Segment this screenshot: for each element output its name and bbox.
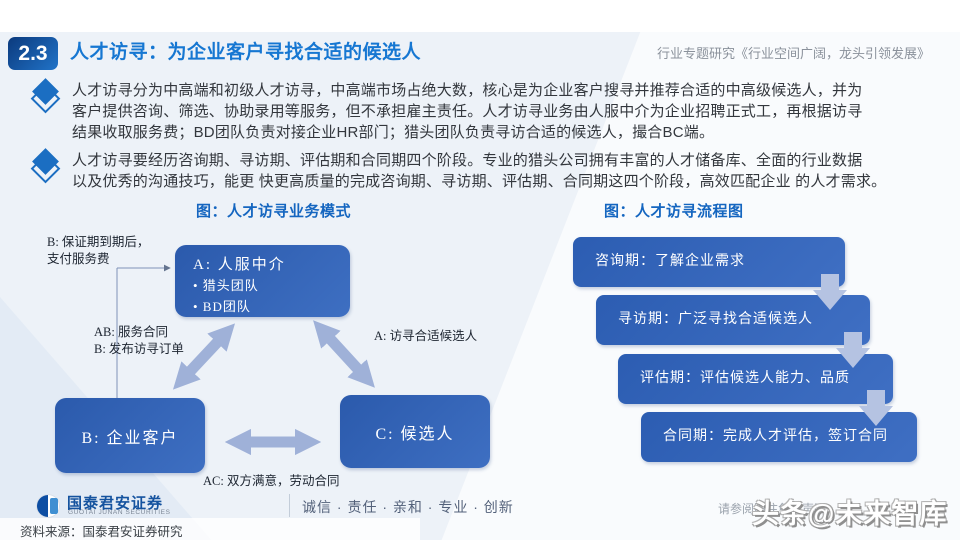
label-guarantee-payment: B: 保证期到期后， 支付服务费 <box>47 234 149 268</box>
diagram-arrows <box>116 264 375 456</box>
brand-name-english: GUOTAI JUNAN SECURITIES <box>68 509 171 516</box>
label-line: 支付服务费 <box>47 252 110 266</box>
page-title: 人才访寻：为企业客户寻找合适的候选人 <box>70 42 422 63</box>
process-flow-diagram: 咨询期：了解企业需求 寻访期：广泛寻找合适候选人 评估期：评估候选人能力、品质 … <box>555 230 940 480</box>
paragraph-line: 结果收取服务费；BD团队负责对接企业HR部门；猎头团队负责寻访合适的候选人，撮合… <box>72 124 715 141</box>
brand-slogan: 诚信 · 责任 · 亲和 · 专业 · 创新 <box>302 499 514 515</box>
brand-name: 国泰君安证券 <box>67 495 164 512</box>
figure-title-business-model: 图：人才访寻业务模式 <box>196 203 352 220</box>
disclaimer-note: 请参阅附注免责声明 <box>718 502 827 516</box>
label-line: B: 保证期到期后， <box>47 235 150 249</box>
background-bottom-band <box>0 518 420 540</box>
paragraph-line: 客户提供咨询、筛选、协助录用等服务，但不承担雇主责任。人才访寻业务由人服中介为企… <box>72 103 863 120</box>
flow-step-consulting: 咨询期：了解企业需求 <box>573 237 845 287</box>
down-arrow-icon <box>813 274 847 310</box>
label-search-candidates: A: 访寻合适候选人 <box>374 329 478 343</box>
business-model-diagram: B: 保证期到期后， 支付服务费 AB: 服务合同 B: 发布访寻订单 A: 访… <box>30 230 510 495</box>
watermark-text: 头条@未来智库 <box>752 499 948 529</box>
diamond-bullet-icon <box>32 78 59 105</box>
down-arrow-icon <box>859 390 893 426</box>
box-enterprise-client: B: 企业客户 <box>55 398 205 473</box>
label-labor-contract: AC: 双方满意，劳动合同 <box>203 474 340 488</box>
figure-title-process-flow: 图：人才访寻流程图 <box>604 203 744 220</box>
label-line: B: 发布访寻订单 <box>94 342 184 356</box>
box-hr-intermediary: A: 人服中介 • 猎头团队 • BD团队 <box>175 245 350 317</box>
section-number-badge: 2.3 <box>8 37 58 70</box>
box-hr-item-bd-team: • BD团队 <box>193 299 251 314</box>
paragraph-line: 人才访寻要经历咨询期、寻访期、评估期和合同期四个阶段。专业的猎头公司拥有丰富的人… <box>72 152 863 169</box>
label-service-contract: AB: 服务合同 B: 发布访寻订单 <box>94 324 184 358</box>
paragraph-line: 以及优秀的沟通技巧，能更 快更高质量的完成咨询期、寻访期、评估期、合同期这四个阶… <box>72 173 887 190</box>
guotai-junan-logo-icon <box>36 494 60 518</box>
box-candidate: C: 候选人 <box>340 395 490 468</box>
box-hr-item-headhunting-team: • 猎头团队 <box>193 278 259 293</box>
label-line: AB: 服务合同 <box>94 325 168 339</box>
flow-step-evaluation: 评估期：评估候选人能力、品质 <box>618 354 893 404</box>
paragraph-line: 人才访寻分为中高端和初级人才访寻，中高端市场占绝大数，核心是为企业客户搜寻并推荐… <box>72 82 863 99</box>
diamond-bullet-icon <box>32 148 59 175</box>
report-subtitle: 行业专题研究《行业空间广阔，龙头引领发展》 <box>656 46 930 61</box>
footer-divider <box>289 494 290 517</box>
box-hr-intermediary-title: A: 人服中介 <box>193 257 286 273</box>
data-source-note: 资料来源：国泰君安证券研究 <box>20 525 183 539</box>
down-arrow-icon <box>836 332 870 368</box>
